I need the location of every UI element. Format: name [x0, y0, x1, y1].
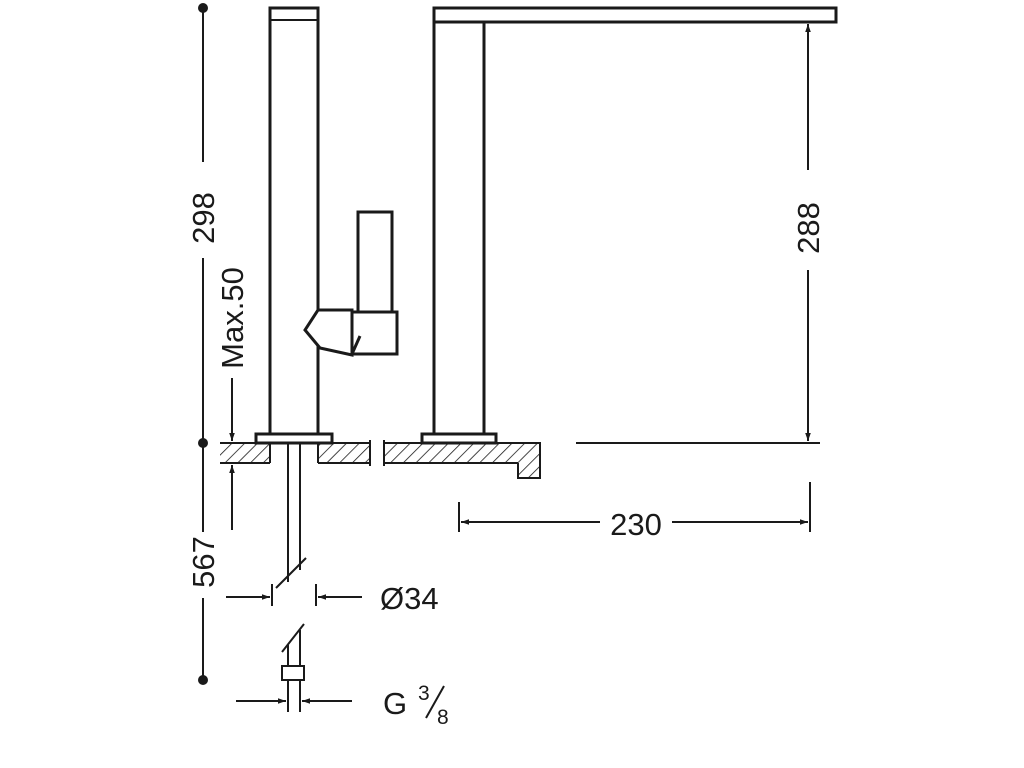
countertop — [220, 440, 541, 479]
supply-hose — [275, 443, 307, 712]
dim-connection-numerator: 3 — [418, 682, 430, 705]
dim-spout-reach: 230 — [610, 507, 662, 542]
faucet-body-front — [254, 6, 334, 445]
dim-connection-denominator: 8 — [437, 706, 449, 729]
spout-reach-dimension — [458, 482, 811, 532]
hole-diameter-dimension — [226, 584, 362, 606]
left-dimension-line — [198, 3, 208, 685]
dim-hose-length: 567 — [186, 536, 221, 588]
faucet-lever — [303, 210, 399, 357]
connection-dimension — [236, 690, 352, 712]
dim-spout-height: 288 — [791, 202, 826, 254]
faucet-spout-side — [420, 6, 838, 445]
spout-height-dimension — [576, 24, 820, 444]
dim-max-deck: Max.50 — [215, 267, 250, 369]
fraction-slash — [425, 685, 445, 719]
dim-total-height: 298 — [186, 192, 221, 244]
dim-connection-g: G — [383, 686, 407, 721]
dim-hole-diameter: Ø34 — [380, 581, 439, 616]
